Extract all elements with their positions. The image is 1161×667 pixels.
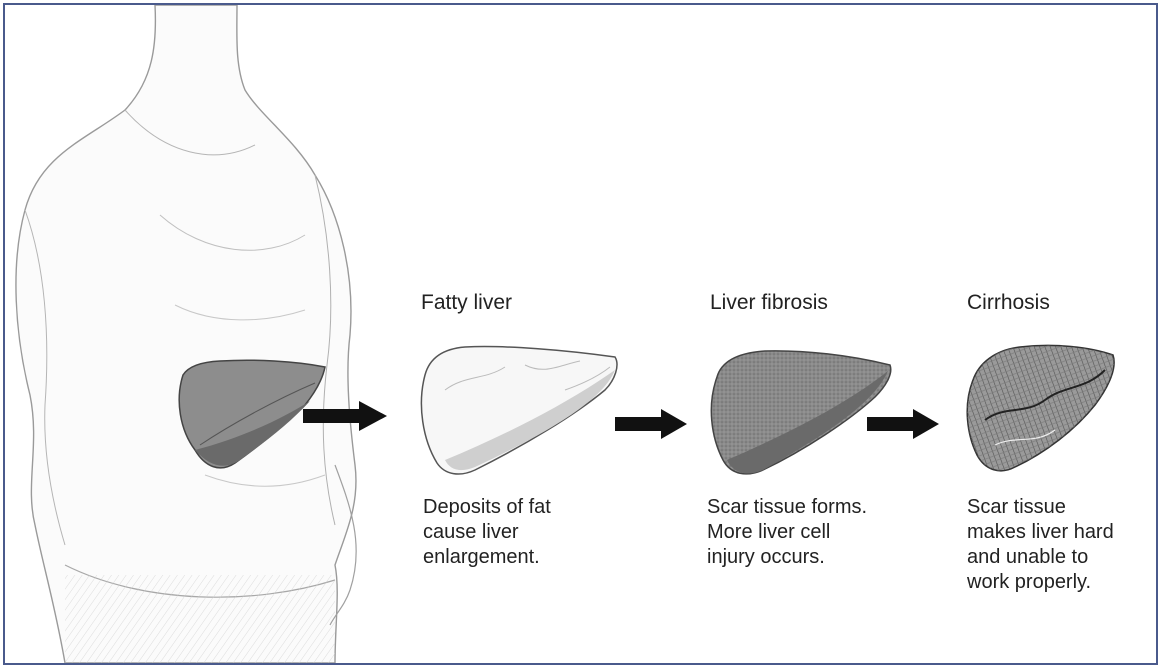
- diagram-frame: Fatty liver Liver fibrosis Cirrhosis Dep…: [3, 3, 1158, 665]
- arrow-icon: [615, 409, 687, 439]
- fatty-liver-illustration: [421, 347, 617, 474]
- stage-description-liver-fibrosis: Scar tissue forms. More liver cell injur…: [707, 495, 867, 570]
- stage-description-fatty-liver: Deposits of fat cause liver enlargement.: [423, 495, 551, 570]
- torso-illustration: [16, 5, 356, 663]
- stage-title-liver-fibrosis: Liver fibrosis: [710, 291, 828, 315]
- description-line: Scar tissue: [967, 495, 1114, 520]
- stage-title-fatty-liver: Fatty liver: [421, 291, 512, 315]
- description-line: Deposits of fat: [423, 495, 551, 520]
- description-line: work properly.: [967, 570, 1114, 595]
- description-line: More liver cell: [707, 520, 867, 545]
- arrow-icon: [867, 409, 939, 439]
- description-line: makes liver hard: [967, 520, 1114, 545]
- description-line: cause liver: [423, 520, 551, 545]
- stage-description-cirrhosis: Scar tissue makes liver hard and unable …: [967, 495, 1114, 595]
- description-line: Scar tissue forms.: [707, 495, 867, 520]
- stage-title-cirrhosis: Cirrhosis: [967, 291, 1050, 315]
- description-line: and unable to: [967, 545, 1114, 570]
- cirrhosis-liver-illustration: [967, 345, 1114, 470]
- description-line: enlargement.: [423, 545, 551, 570]
- fibrosis-liver-illustration: [711, 351, 890, 474]
- description-line: injury occurs.: [707, 545, 867, 570]
